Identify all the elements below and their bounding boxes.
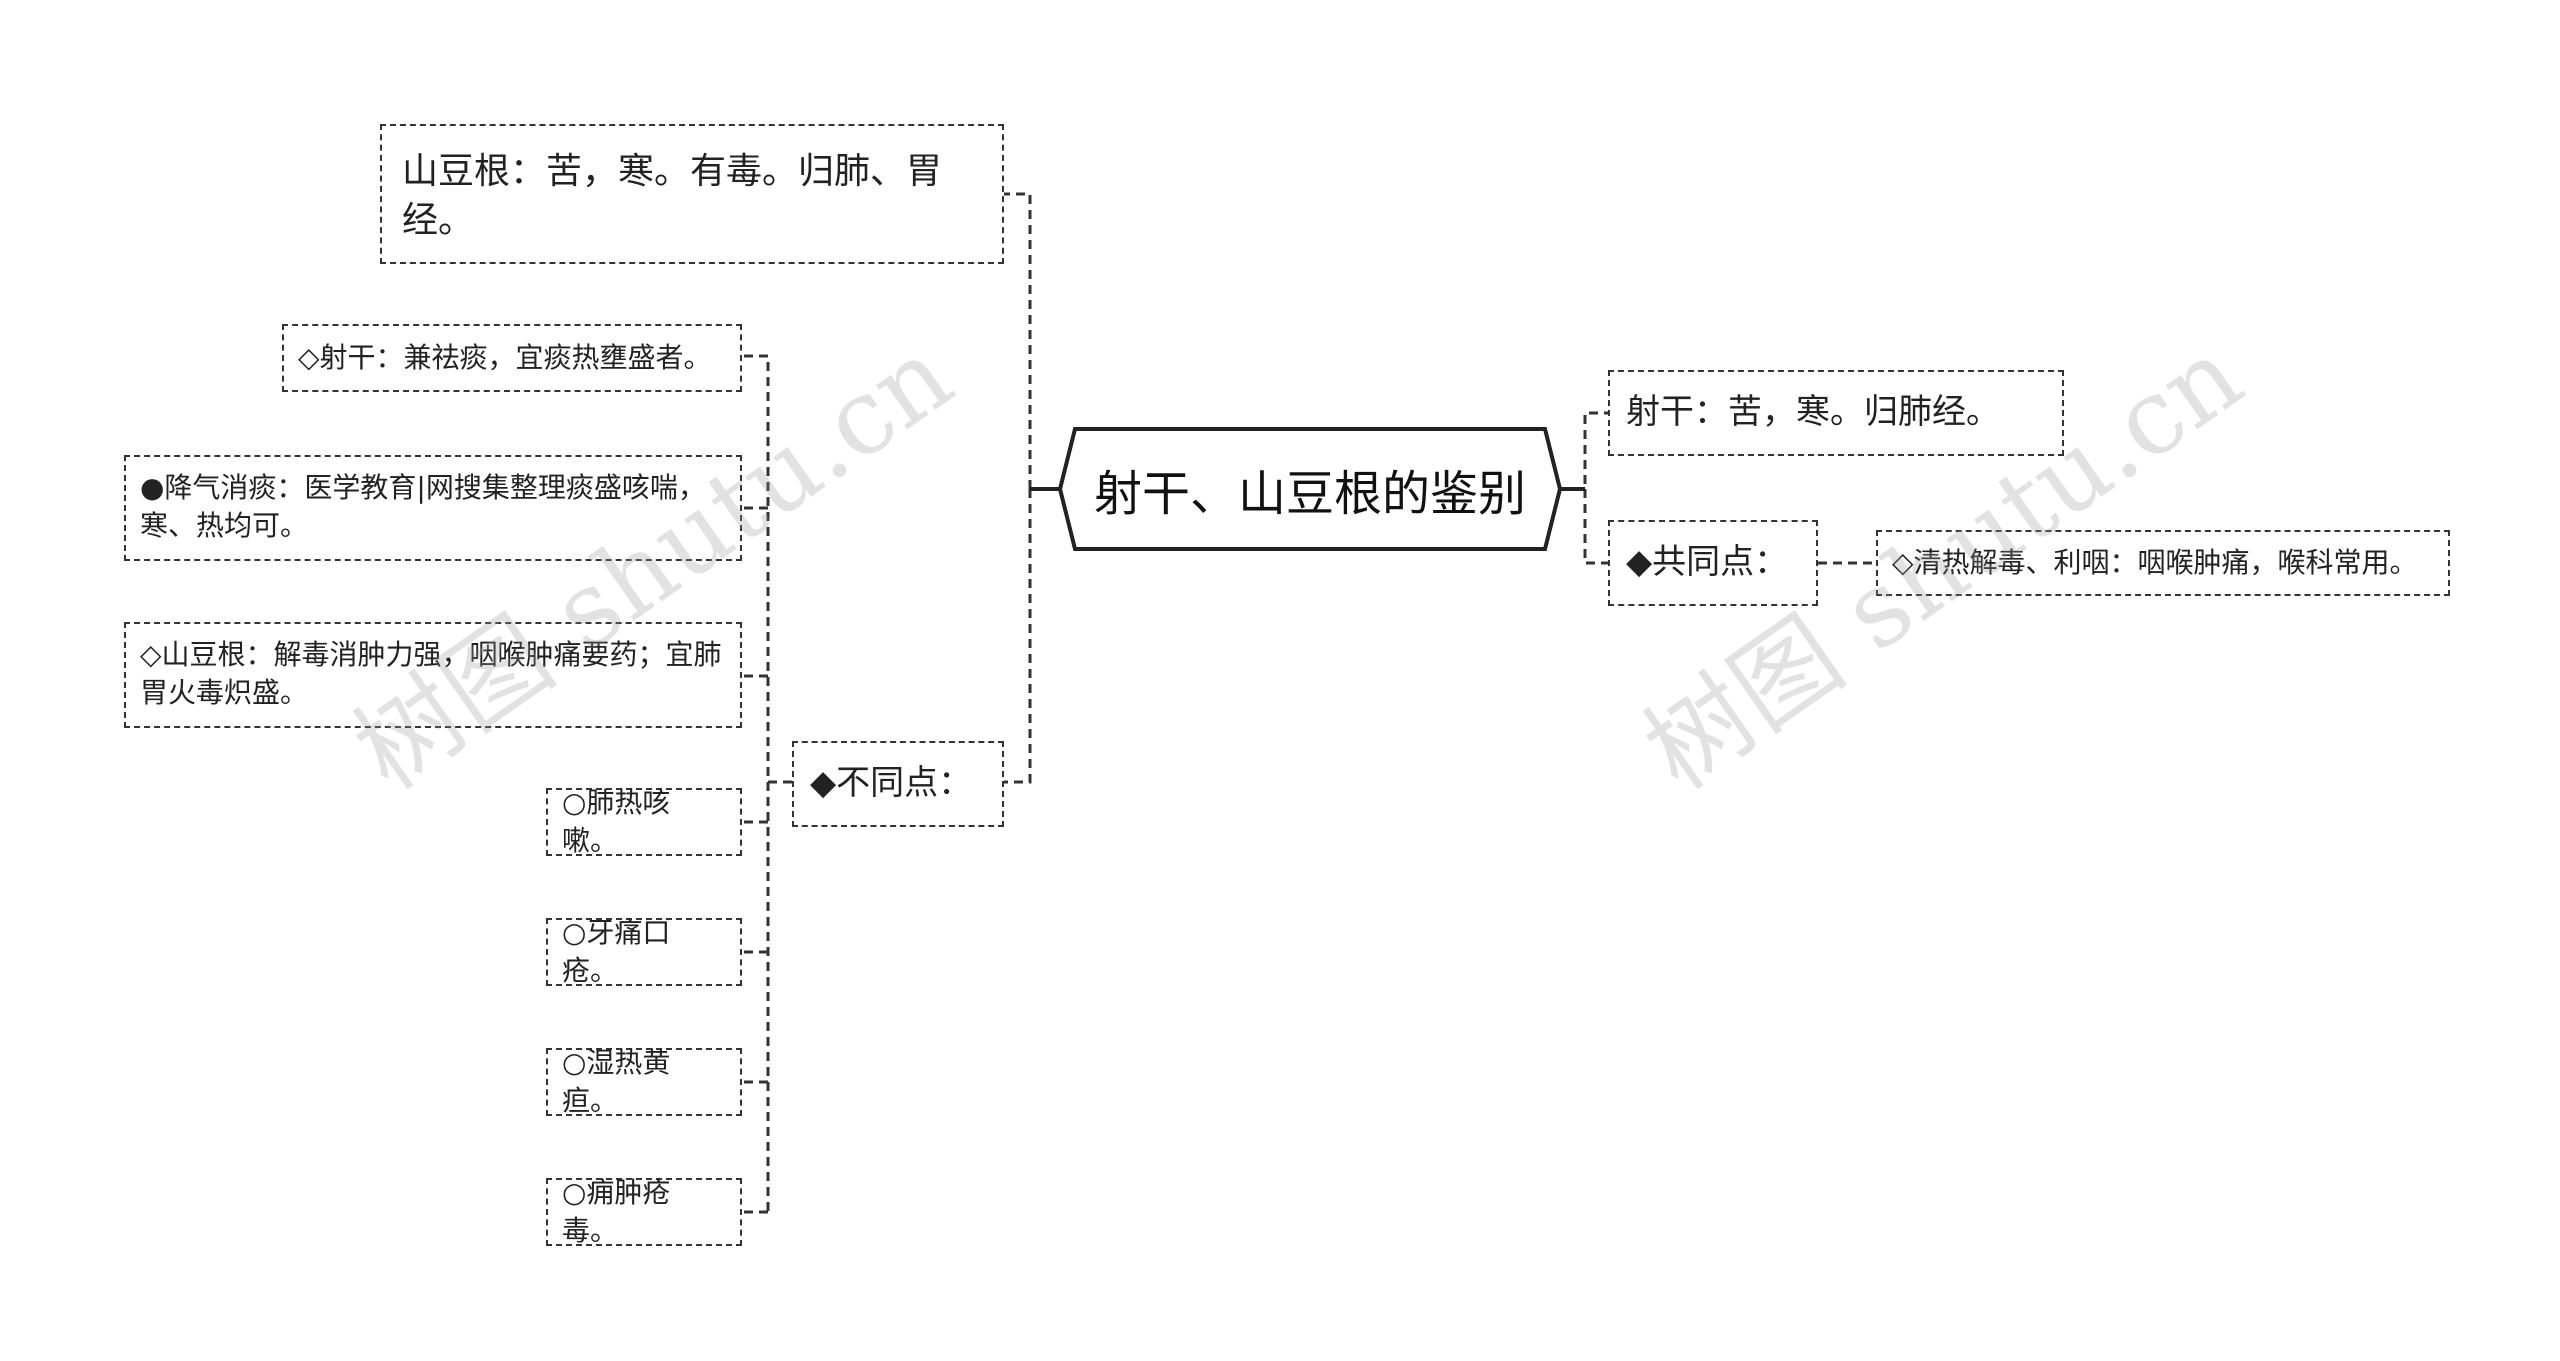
- node-shandougen-properties[interactable]: 山豆根：苦，寒。有毒。归肺、胃经。: [380, 124, 1004, 264]
- link-root-shegan: [1560, 411, 1608, 491]
- node-shandougen-difference[interactable]: ◇山豆根：解毒消肿力强，咽喉肿痛要药；宜肺胃火毒炽盛。: [124, 622, 742, 728]
- node-yongzhong-chuangdu[interactable]: ○痈肿疮毒。: [546, 1176, 742, 1247]
- node-shegan-difference[interactable]: ◇射干：兼祛痰，宜痰热壅盛者。: [282, 324, 742, 392]
- node-qingre-jiedu[interactable]: ◇清热解毒、利咽：咽喉肿痛，喉科常用。: [1876, 530, 2450, 596]
- node-gongtongdian[interactable]: ◆共同点：: [1608, 520, 1818, 606]
- link-root-gongtongdian: [1583, 489, 1608, 565]
- link-butongdian-items: [766, 356, 792, 1212]
- root-topic[interactable]: 射干、山豆根的鉴别: [1093, 466, 1526, 522]
- link-root-shandougen: [1004, 192, 1060, 491]
- node-yatong-kouchuang[interactable]: ○牙痛口疮。: [546, 916, 742, 987]
- node-shegan-properties[interactable]: 射干：苦，寒。归肺经。: [1608, 370, 2064, 456]
- node-shire-huangdan[interactable]: ○湿热黄疸。: [546, 1046, 742, 1117]
- node-jiangqi-xiaotan[interactable]: ●降气消痰：医学教育|网搜集整理痰盛咳喘，寒、热均可。: [124, 455, 742, 561]
- node-feire-kesou[interactable]: ○肺热咳嗽。: [546, 786, 742, 857]
- node-butongdian[interactable]: ◆不同点：: [792, 741, 1004, 827]
- link-root-butongdian: [1004, 489, 1032, 784]
